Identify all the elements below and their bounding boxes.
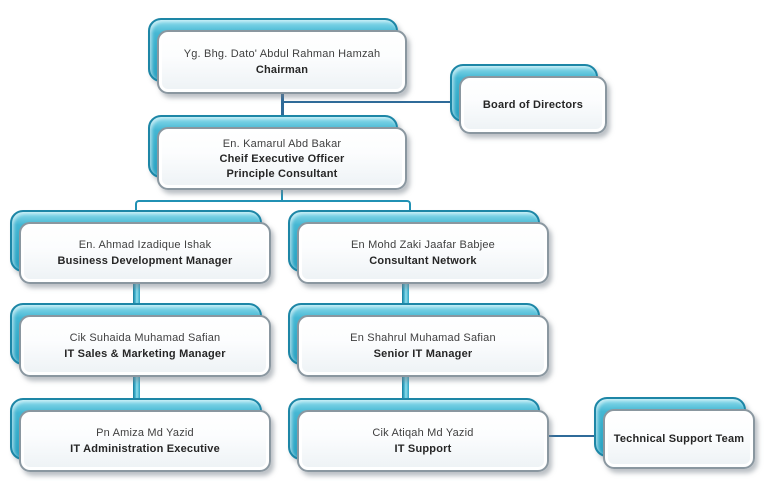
org-node-chairman: Yg. Bhg. Dato' Abdul Rahman Hamzah Chair… [148,18,407,94]
connector-ceo-stem [281,189,283,201]
person-role: IT Support [394,443,452,455]
org-node-board-of-directors: Board of Directors [450,64,607,134]
person-name: Pn Amiza Md Yazid [96,427,194,439]
connector-chairman-board [283,101,450,103]
node-face: Pn Amiza Md Yazid IT Administration Exec… [19,410,271,472]
group-label: Board of Directors [482,99,584,111]
org-node-it-support: Cik Atiqah Md Yazid IT Support [288,398,549,472]
person-role: Senior IT Manager [373,348,473,360]
node-face: En Mohd Zaki Jaafar Babjee Consultant Ne… [297,222,549,284]
node-face: Cik Atiqah Md Yazid IT Support [297,410,549,472]
org-node-it-administration-executive: Pn Amiza Md Yazid IT Administration Exec… [10,398,271,472]
group-label: Technical Support Team [613,433,745,445]
node-face: Board of Directors [459,76,607,134]
node-face: En Shahrul Muhamad Safian Senior IT Mana… [297,315,549,377]
connector-ceo-branches [135,200,411,212]
org-node-consultant-network: En Mohd Zaki Jaafar Babjee Consultant Ne… [288,210,549,284]
connector-seniorit-itsupport [402,376,409,399]
person-role: IT Administration Executive [70,443,220,455]
connector-consultant-seniorit [402,283,409,304]
person-name: Cik Suhaida Muhamad Safian [69,332,221,344]
person-name: Cik Atiqah Md Yazid [372,427,474,439]
connector-sales-admin [133,376,140,399]
person-role: Cheif Executive Officer [219,152,345,165]
node-face: Yg. Bhg. Dato' Abdul Rahman Hamzah Chair… [157,30,407,94]
person-role: Business Development Manager [57,255,233,267]
node-face: Cik Suhaida Muhamad Safian IT Sales & Ma… [19,315,271,377]
connector-chairman-ceo [281,94,284,127]
person-name: En Mohd Zaki Jaafar Babjee [351,239,495,251]
person-name: En Shahrul Muhamad Safian [350,332,496,344]
node-face: Technical Support Team [603,409,755,469]
connector-itsupport-techteam [549,435,594,437]
person-role: Chairman [255,64,309,76]
node-face: En. Kamarul Abd Bakar Cheif Executive Of… [157,127,407,190]
org-node-senior-it-manager: En Shahrul Muhamad Safian Senior IT Mana… [288,303,549,377]
org-node-technical-support-team: Technical Support Team [594,397,755,469]
person-name: En. Ahmad Izadique Ishak [78,239,212,251]
org-node-it-sales-marketing-manager: Cik Suhaida Muhamad Safian IT Sales & Ma… [10,303,271,377]
node-face: En. Ahmad Izadique Ishak Business Develo… [19,222,271,284]
person-role: Consultant Network [369,255,477,267]
org-node-business-development-manager: En. Ahmad Izadique Ishak Business Develo… [10,210,271,284]
person-role: IT Sales & Marketing Manager [64,348,226,360]
person-name: Yg. Bhg. Dato' Abdul Rahman Hamzah [183,48,381,60]
person-role-secondary: Principle Consultant [226,167,338,180]
org-node-ceo: En. Kamarul Abd Bakar Cheif Executive Of… [148,115,407,190]
connector-bdm-sales [133,283,140,304]
person-name: En. Kamarul Abd Bakar [222,137,342,150]
